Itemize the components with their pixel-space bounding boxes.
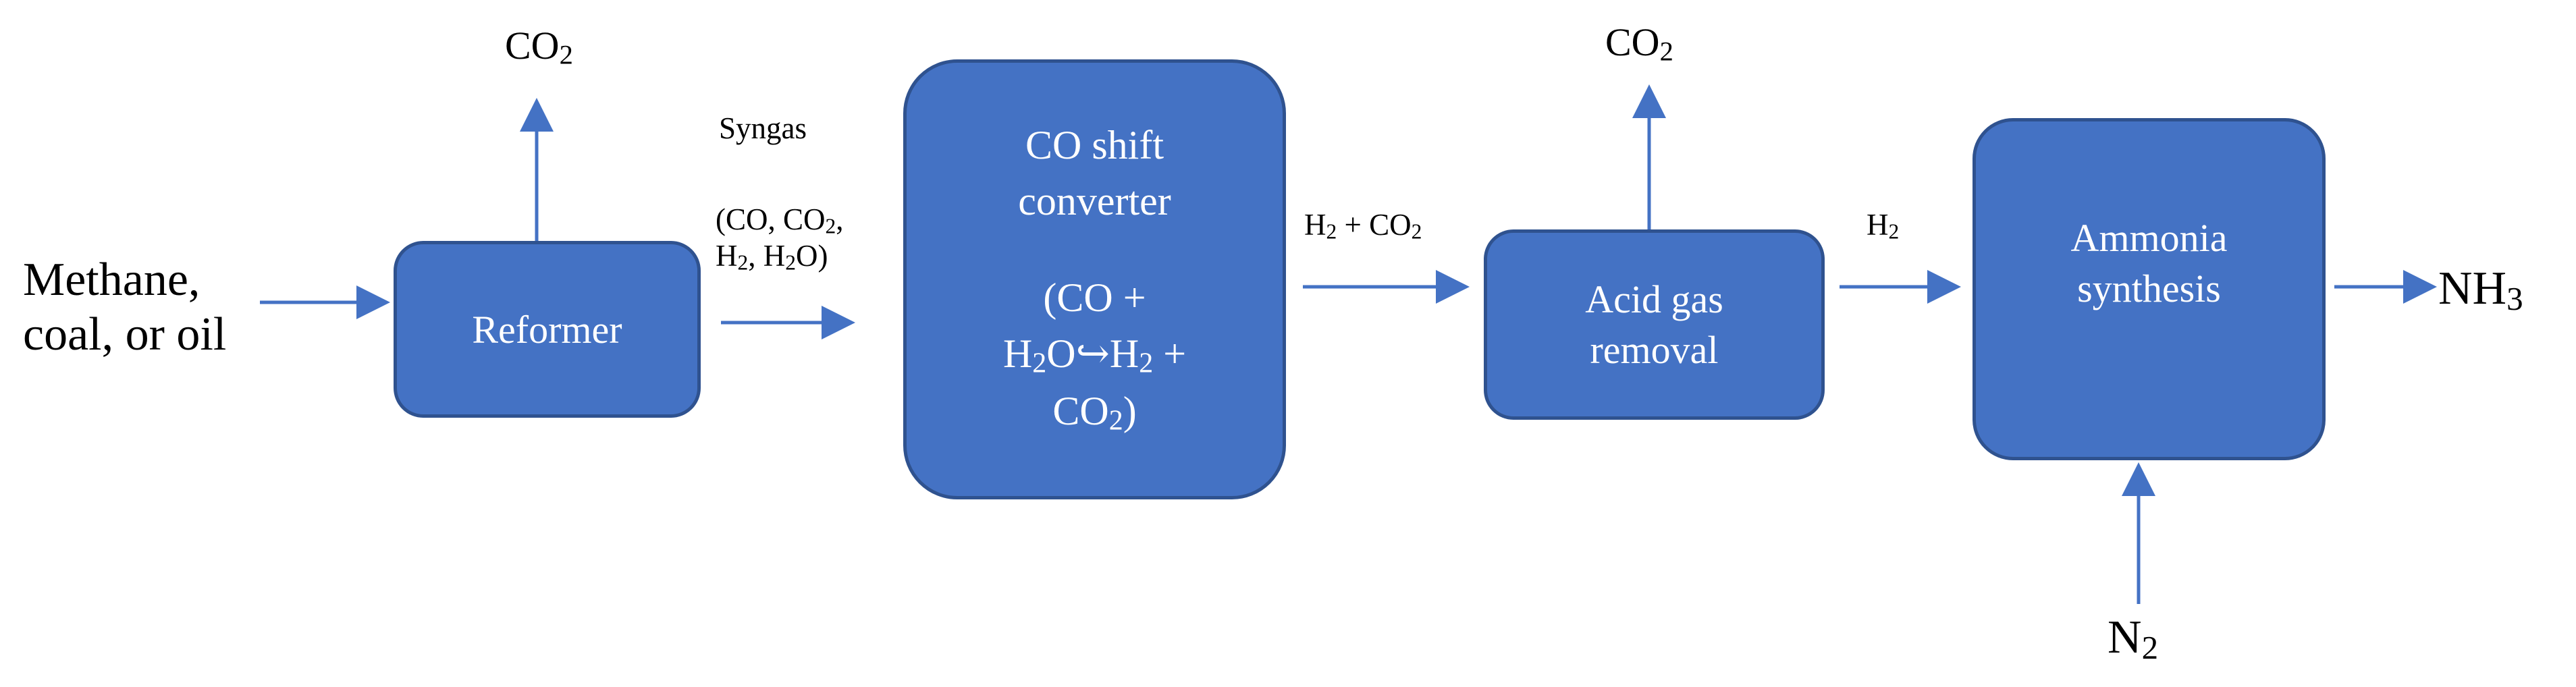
- shift-line5: CO2): [1052, 389, 1137, 437]
- reformer-label: Reformer: [472, 307, 622, 352]
- h2-co2-label: H2 + CO2: [1304, 208, 1422, 244]
- input-label-line2: coal, or oil: [23, 308, 227, 360]
- input-label-line1: Methane,: [23, 254, 200, 306]
- acid-gas-removal-box: Acid gas removal: [1484, 229, 1825, 420]
- ammonia-line1: Ammonia: [2070, 216, 2228, 260]
- shift-line4: H2O↪H2 +: [1002, 331, 1187, 379]
- acid-line2: removal: [1590, 328, 1719, 372]
- syngas-line2: H2, H2O): [716, 238, 828, 275]
- n2-label: N2: [2108, 611, 2159, 666]
- acid-co2-label: CO2: [1605, 20, 1673, 67]
- h2-label: H2: [1867, 208, 1900, 244]
- syngas-line1: (CO, CO2,: [716, 202, 844, 238]
- ammonia-line2: synthesis: [2077, 267, 2221, 311]
- ammonia-synthesis-box: Ammonia synthesis: [1973, 118, 2326, 460]
- shift-line1: CO shift: [1025, 123, 1164, 168]
- nh3-label: NH3: [2438, 263, 2523, 317]
- shift-converter-box: CO shift converter (CO + H2O↪H2 + CO2): [903, 59, 1286, 499]
- input-label: Methane, coal, or oil: [23, 253, 226, 362]
- shift-line3: (CO +: [1043, 275, 1146, 320]
- reformer-co2-label: CO2: [505, 24, 573, 70]
- reformer-box: Reformer: [394, 241, 701, 418]
- acid-line1: Acid gas: [1585, 277, 1723, 321]
- shift-line2: converter: [1018, 179, 1171, 224]
- syngas-title: Syngas: [719, 111, 807, 145]
- syngas-composition: (CO, CO2, H2, H2O): [716, 202, 844, 275]
